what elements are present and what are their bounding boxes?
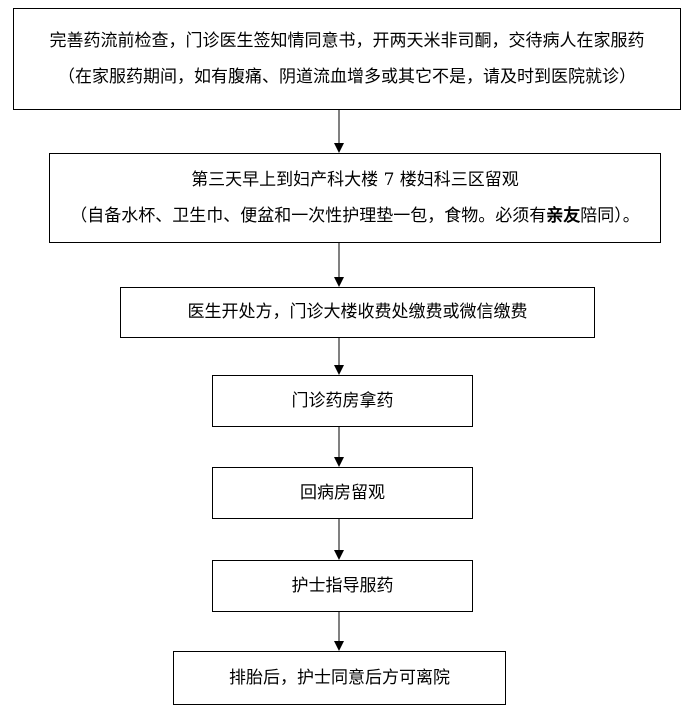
step-3-box: 医生开处方，门诊大楼收费处缴费或微信缴费: [120, 287, 595, 338]
step-5-box: 回病房留观: [212, 467, 473, 519]
step-2-note-after: 陪同）。: [580, 206, 640, 226]
step-6-box: 护士指导服药: [212, 560, 473, 612]
step-3-text: 医生开处方，门诊大楼收费处缴费或微信缴费: [187, 302, 528, 323]
step-4-text: 门诊药房拿药: [291, 390, 394, 411]
step-1-box: 完善药流前检查，门诊医生签知情同意书，开两天米非司酮，交待病人在家服药 （在家服…: [13, 8, 681, 110]
step-1-note: （在家服药期间，如有腹痛、阴道流血增多或其它不是，请及时到医院就诊）: [58, 67, 636, 87]
step-4-box: 门诊药房拿药: [212, 375, 473, 427]
step-2-note-emphasis: 亲友: [546, 206, 581, 226]
step-7-text: 排胎后，护士同意后方可离院: [229, 667, 450, 688]
step-5-text: 回病房留观: [300, 482, 385, 503]
step-1-text: 完善药流前检查，门诊医生签知情同意书，开两天米非司酮，交待病人在家服药: [49, 30, 645, 51]
step-7-box: 排胎后，护士同意后方可离院: [173, 651, 506, 705]
step-2-note-before: （自备水杯、卫生巾、便盆和一次性护理垫一包，食物。必须有: [70, 206, 547, 226]
step-2-box: 第三天早上到妇产科大楼 7 楼妇科三区留观 （自备水杯、卫生巾、便盆和一次性护理…: [49, 153, 661, 243]
step-2-text: 第三天早上到妇产科大楼 7 楼妇科三区留观: [191, 169, 519, 190]
step-2-note: （自备水杯、卫生巾、便盆和一次性护理垫一包，食物。必须有亲友陪同）。: [70, 206, 640, 226]
step-6-text: 护士指导服药: [291, 575, 394, 596]
